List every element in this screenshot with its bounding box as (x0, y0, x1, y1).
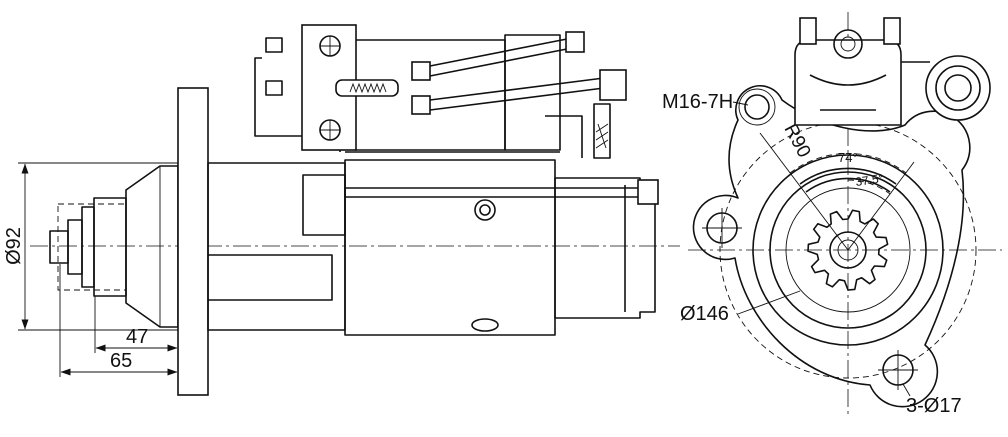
cable-rod-lower (429, 77, 605, 111)
post-hatching (595, 123, 609, 149)
vent-slot (799, 167, 897, 193)
label-radius-r90: R90 (780, 120, 815, 161)
bracket-bolt-lower (265, 80, 283, 96)
front-solenoid-cap-inner (840, 36, 856, 52)
pinion-gear (807, 209, 889, 291)
threaded-hole-m16-boss (738, 88, 776, 126)
round-terminal-mid (935, 65, 981, 111)
spring-coil (349, 82, 387, 94)
terminal-post (593, 103, 611, 159)
front-solenoid-cap (833, 29, 863, 59)
tie-bolt-nut (637, 179, 659, 205)
nose-step-3 (93, 197, 127, 297)
round-terminal-inner (944, 74, 972, 102)
label-diameter-92: Ø92 (3, 227, 25, 265)
yoke-body (344, 159, 556, 336)
terminal-upper-cross (320, 36, 340, 56)
pinion-bore (829, 231, 867, 269)
arc-37-5 (847, 179, 891, 195)
spring-housing (335, 79, 399, 97)
front-terminal-left (799, 17, 817, 45)
solenoid-assembly (254, 24, 627, 159)
yoke-hole-outer (474, 199, 496, 221)
side-view: Ø92 47 65 (3, 24, 680, 396)
rod-nut-lower (599, 69, 627, 101)
leader-holes (902, 383, 911, 397)
pinion-shaft (837, 239, 859, 261)
label-angle-74: 74° (838, 150, 858, 165)
radial-line-right (847, 161, 915, 251)
label-length-47: 47 (126, 326, 148, 348)
front-solenoid-detail (809, 74, 887, 111)
drive-housing-step (208, 254, 333, 301)
lower-bracket (545, 115, 583, 158)
yoke-slot (471, 318, 499, 332)
nose-step-2 (81, 206, 95, 288)
label-holes-3x17: 3-Ø17 (906, 395, 962, 417)
nose-cone (125, 165, 179, 328)
label-angle-37-5: 37.5° (854, 171, 884, 189)
leader-thread (732, 101, 749, 106)
housing-outer-circle (752, 154, 944, 346)
callouts: M16-7H Ø146 3-Ø17 (662, 91, 962, 417)
label-length-65: 65 (110, 350, 132, 372)
bracket-bolt-upper (265, 37, 283, 53)
mounting-flange (177, 87, 209, 396)
housing-inner-circle (785, 187, 911, 313)
hole-left-cross (702, 208, 742, 248)
cable-rod-upper (429, 37, 573, 77)
front-solenoid-body (794, 39, 902, 126)
hole-bottom-cross (878, 350, 918, 390)
label-diameter-146: Ø146 (680, 303, 729, 325)
housing-face (752, 154, 944, 346)
drive-housing-body (207, 162, 346, 331)
terminal-nut-upper (411, 61, 431, 81)
terminal-lower-cross (320, 120, 340, 140)
front-flange-outline (692, 85, 971, 408)
dimension-diameter-92: Ø92 (3, 162, 178, 331)
leader-diameter-146 (737, 290, 801, 315)
pinion-tip (49, 230, 69, 264)
front-solenoid (794, 17, 991, 126)
nose-step-1 (67, 219, 83, 275)
rod-nut-upper (565, 31, 585, 53)
solenoid-rear (504, 34, 561, 151)
front-terminal-right (883, 17, 901, 45)
front-view: 74° 37.5° R90 M16-7H Ø146 3-Ø17 (662, 12, 1002, 418)
housing-bracket (302, 174, 346, 236)
radial-line-left (759, 132, 849, 251)
terminal-nut-lower (411, 95, 431, 115)
housing-circle-146 (769, 171, 927, 329)
threaded-hole-m16 (744, 94, 770, 120)
nose-housing (49, 165, 179, 328)
tie-bolt (344, 187, 651, 198)
mounting-holes (702, 88, 918, 390)
arc-74 (789, 153, 907, 174)
dimension-lengths: 47 65 (59, 264, 179, 377)
yoke-hole-inner (479, 204, 491, 216)
end-cap (554, 177, 659, 319)
motor-yoke (344, 159, 651, 336)
label-thread-m16: M16-7H (662, 91, 733, 113)
drive-housing (207, 162, 346, 331)
